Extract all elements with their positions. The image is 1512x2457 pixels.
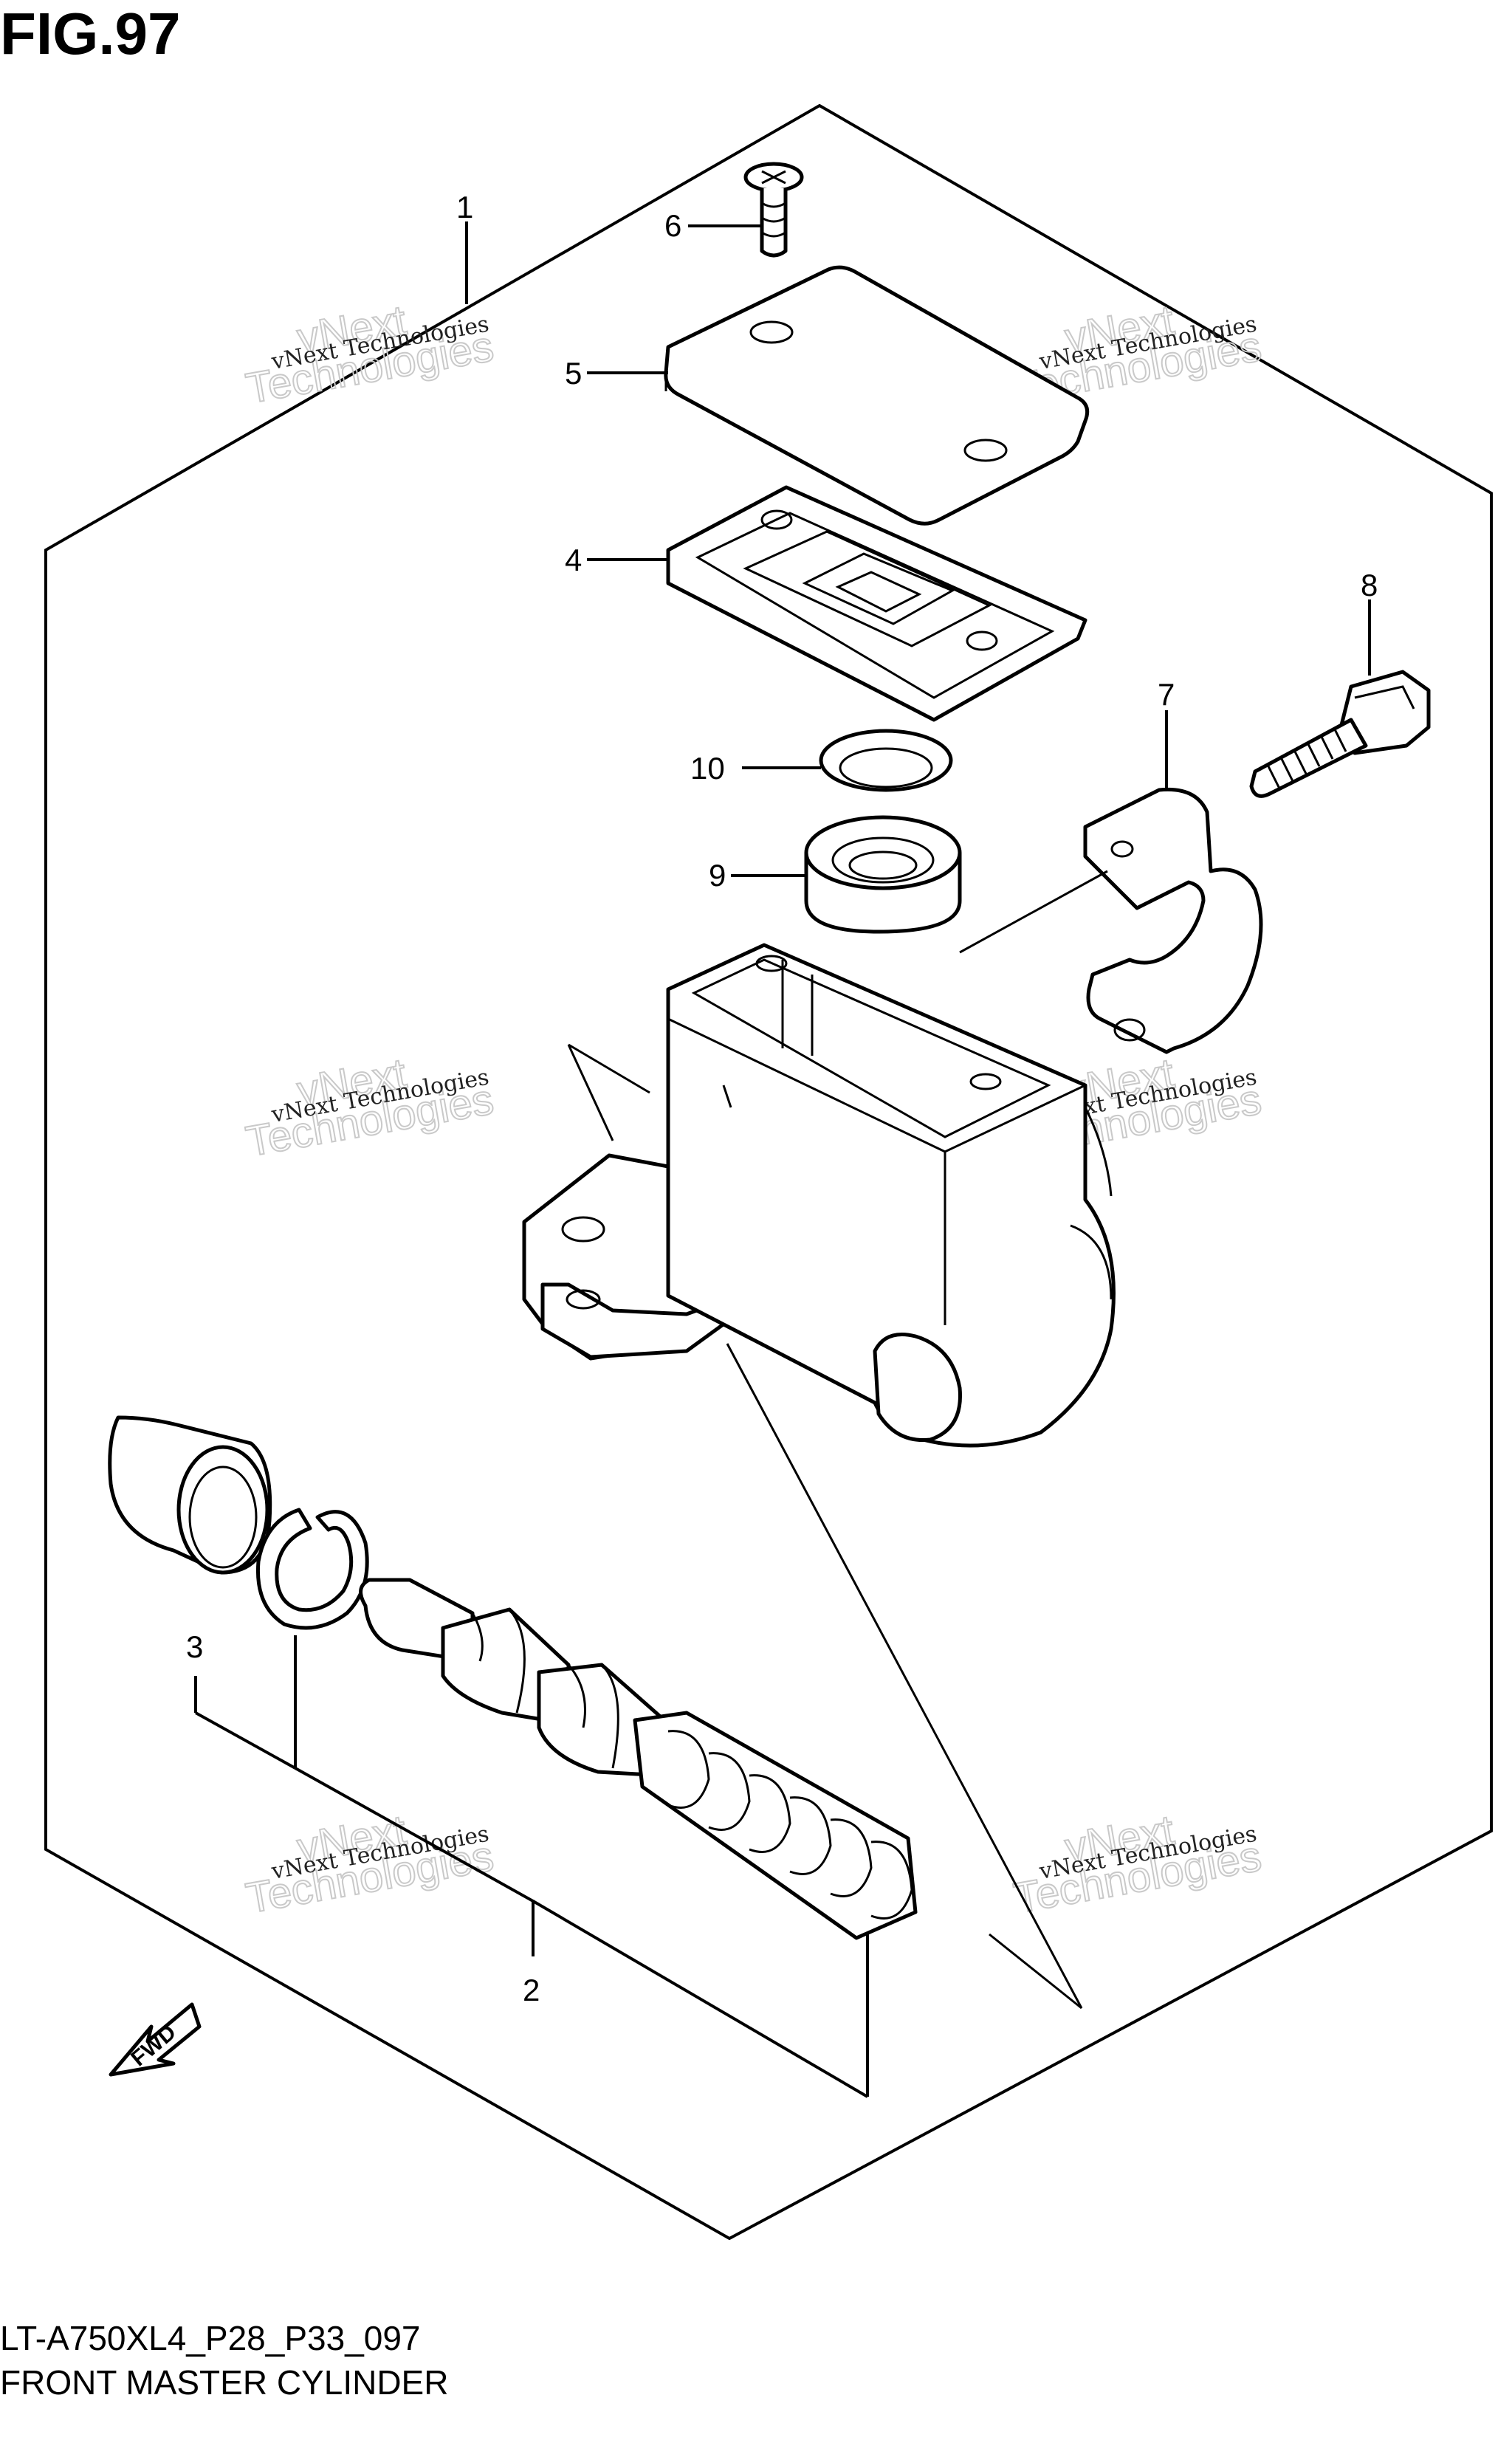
figure-code: LT-A750XL4_P28_P33_097 xyxy=(0,2319,421,2357)
callout-9: 9 xyxy=(709,858,726,893)
callout-7: 7 xyxy=(1158,677,1175,712)
assembly-boundary xyxy=(44,103,1493,2241)
figure-title: FIG.97 xyxy=(0,1,181,66)
part-10-ring xyxy=(819,729,953,792)
part-9-grommet xyxy=(804,815,962,934)
fwd-arrow-icon: FWD xyxy=(109,2002,202,2077)
part-3-boot xyxy=(108,1415,272,1575)
part-8-bolt xyxy=(1249,670,1431,798)
part-6-screw xyxy=(743,162,804,258)
part-4-diaphragm xyxy=(666,485,1087,722)
callout-4: 4 xyxy=(565,543,582,577)
callout-numbers: 1 2 3 4 5 6 7 8 9 10 xyxy=(186,190,1378,2007)
master-cylinder-body xyxy=(522,943,1116,1448)
part-2-piston-spring-kit xyxy=(359,1578,918,1940)
circlip xyxy=(255,1508,369,1630)
callout-2: 2 xyxy=(523,1973,540,2007)
leader-lines xyxy=(194,221,1371,2098)
callout-10: 10 xyxy=(690,751,725,786)
part-7-clamp xyxy=(1083,787,1263,1054)
callout-8: 8 xyxy=(1361,568,1378,602)
callout-6: 6 xyxy=(664,208,681,243)
part-5-reservoir-cap xyxy=(664,265,1090,526)
callout-5: 5 xyxy=(565,356,582,391)
figure-name: FRONT MASTER CYLINDER xyxy=(0,2363,449,2402)
callout-3: 3 xyxy=(186,1629,203,1664)
callout-1: 1 xyxy=(456,190,473,224)
